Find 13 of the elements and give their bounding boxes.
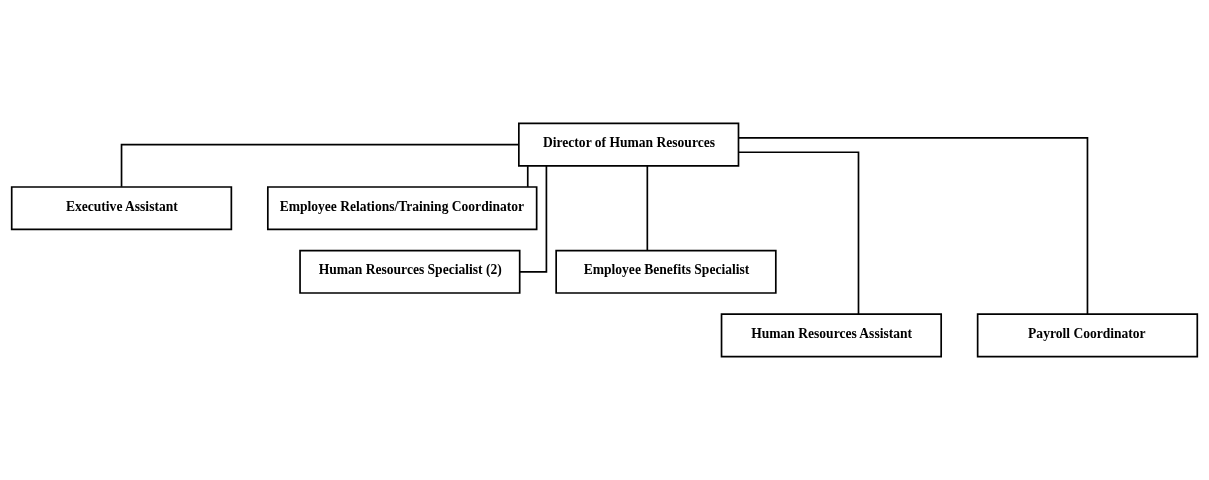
connector	[737, 136, 1089, 315]
node-box: Human Resources Assistant	[720, 313, 943, 358]
node-box: Payroll Coordinator	[976, 313, 1199, 358]
connector	[518, 165, 548, 273]
node-box: Director of Human Resources	[518, 122, 740, 167]
connector	[646, 165, 649, 252]
connector	[120, 143, 520, 188]
node-box: Human Resources Specialist (2)	[299, 249, 521, 294]
node-box: Executive Assistant	[10, 186, 233, 231]
connector	[526, 165, 529, 188]
node-box: Employee Relations/Training Coordinator	[266, 186, 538, 231]
node-box: Employee Benefits Specialist	[555, 249, 777, 294]
connector	[737, 151, 860, 315]
